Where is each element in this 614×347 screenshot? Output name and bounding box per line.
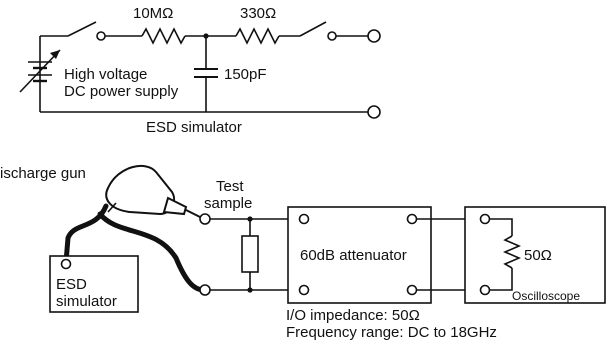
scope-wire-bottom [489,268,513,291]
esd-simulator-circuit: 10MΩ 330Ω 150pF High voltage DC power su… [19,5,381,136]
capacitor-label: 150pF [224,66,267,83]
attenuator-label: 60dB attenuator [300,247,407,264]
resistor-330-label: 330Ω [240,5,276,22]
attenuator-box [287,206,432,304]
test-sample-resistor [241,235,259,273]
oscilloscope-label: Oscilloscope [512,289,580,303]
attenuator-out-top [406,213,418,225]
gun-body [105,164,176,216]
output-terminal-top [367,29,381,43]
scope-resistor-50 [502,235,522,269]
esd-box-label-line1: ESD [56,276,87,293]
test-setup: ischarge gun ESD simulator Test sample [0,164,606,341]
switch-1 [67,21,97,37]
scope-in-bottom [479,284,491,296]
io-impedance-note: I/O impedance: 50Ω [286,307,420,324]
attenuator-out-bottom [406,284,418,296]
switch-2-contact [327,31,337,41]
gun-tip [185,209,201,218]
resistor-10m-label: 10MΩ [133,5,173,22]
discharge-gun [105,164,201,218]
output-terminal-bottom [367,105,381,119]
scope-in-top [479,213,491,225]
variable-arrow [19,49,61,93]
test-label-line2: sample [204,195,252,212]
variable-arrow-head [50,50,60,59]
discharge-gun-label: ischarge gun [0,165,86,182]
resistor-330 [235,27,280,45]
input-terminal-bottom [199,284,211,296]
gun-grip [107,202,117,213]
attenuator-in-top [298,213,310,225]
test-label-line1: Test [216,178,244,195]
gun-nozzle [162,196,188,216]
attenuator-in-bottom [298,284,310,296]
switch-1-contact [96,31,106,41]
input-terminal-top [199,213,211,225]
scope-resistor-label: 50Ω [524,247,552,264]
switch-2 [299,21,327,37]
supply-label-line2: DC power supply [64,83,179,100]
resistor-10m [141,27,186,45]
ground-cable [97,211,207,293]
supply-label-line1: High voltage [64,66,147,83]
esd-box-terminal [60,258,72,270]
scope-wire-top [489,218,513,236]
esd-box-label-line2: simulator [56,293,117,310]
esd-simulator-title: ESD simulator [146,119,242,136]
frequency-range-note: Frequency range: DC to 18GHz [286,324,497,341]
